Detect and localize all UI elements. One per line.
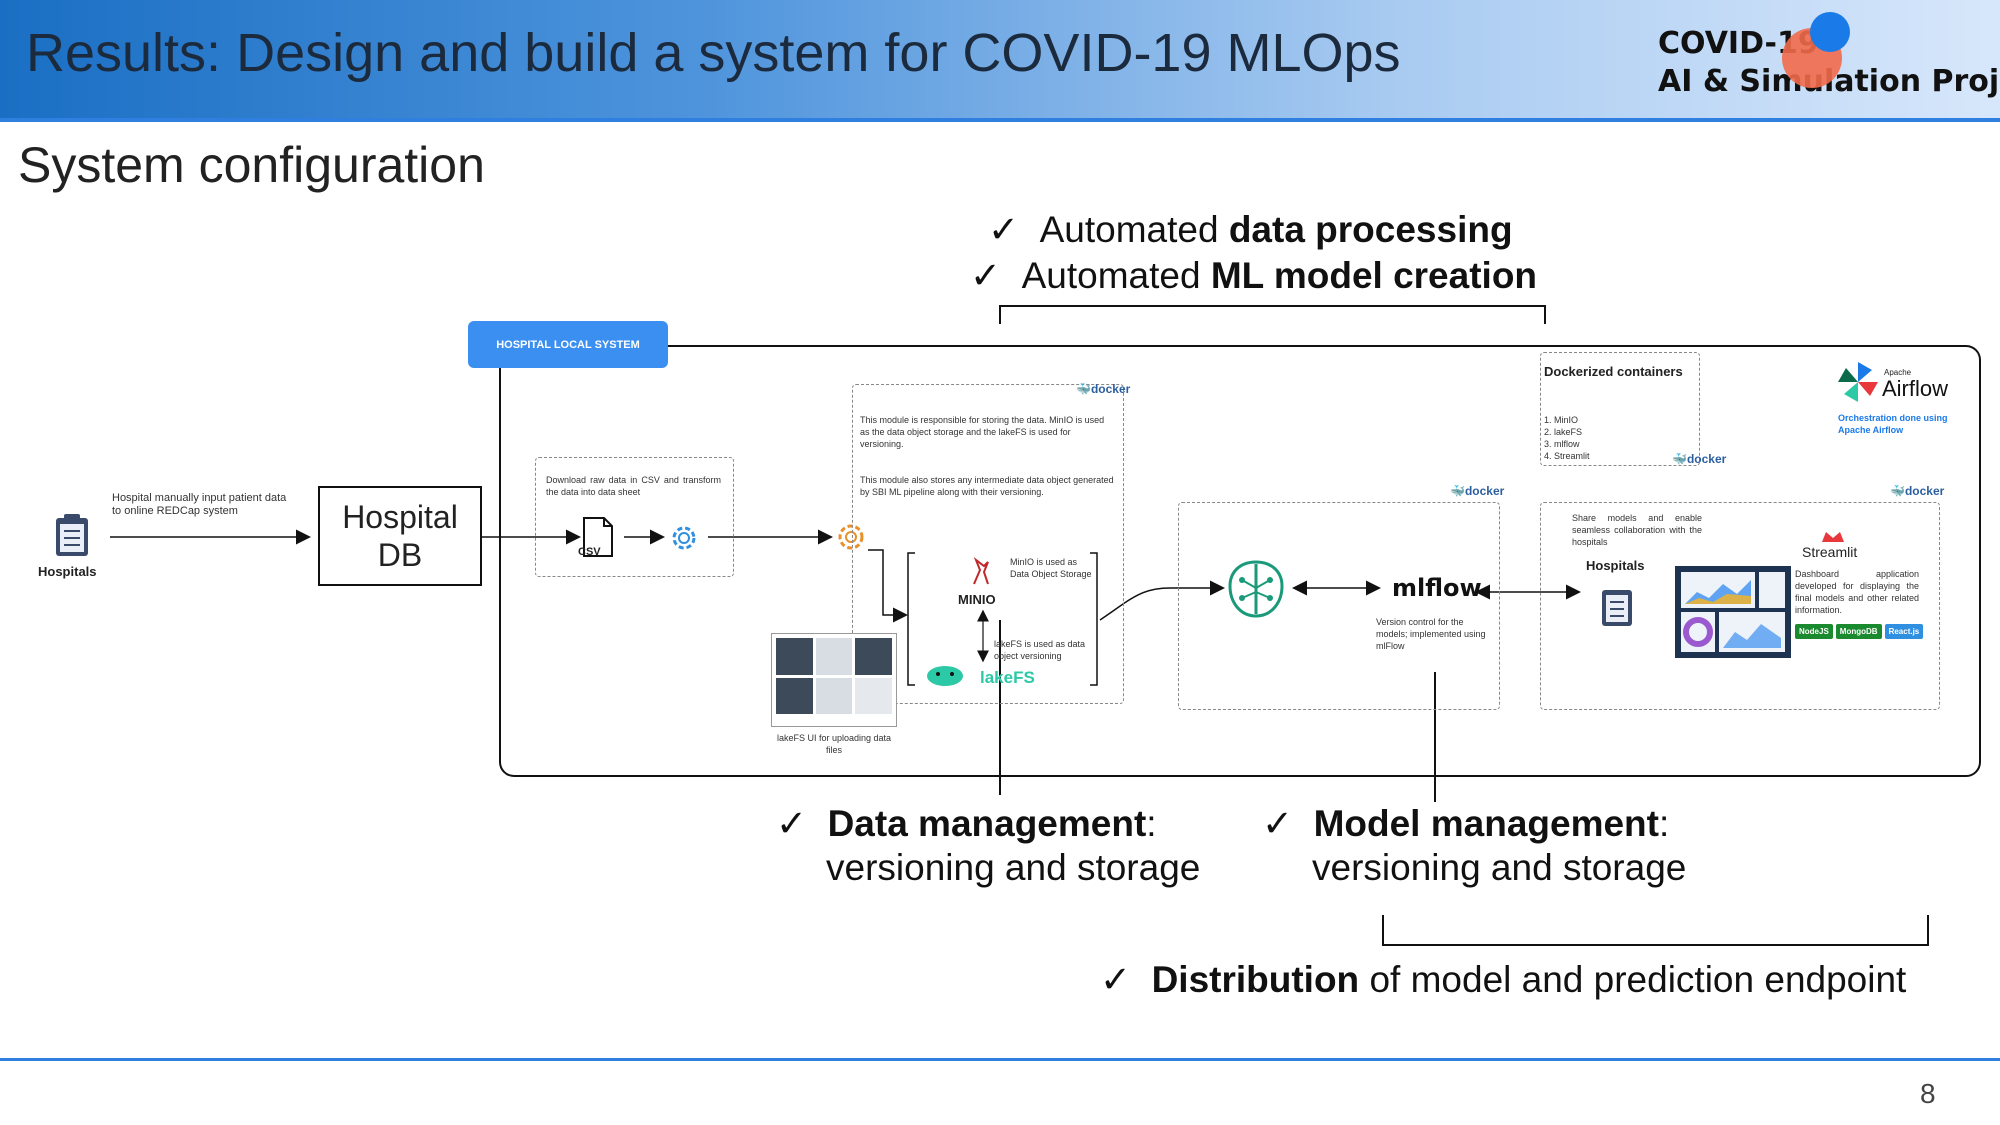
page-number: 8 (1920, 1078, 1936, 1109)
docker-icon-containers: 🐳docker (1672, 452, 1727, 466)
docker-icon-distribution: 🐳docker (1890, 484, 1945, 498)
airflow-pinwheel-icon (1838, 362, 1878, 402)
slide-header (0, 0, 2000, 118)
distribution-module-box (1540, 502, 1940, 710)
ml-module-box (1178, 502, 1500, 710)
dockerized-item-4: 4. Streamlit (1544, 451, 1590, 461)
check-distribution: ✓ Distribution of model and prediction e… (1100, 959, 1907, 1000)
airflow-apache: Apache (1884, 368, 1912, 377)
share-text: Share models and enable seamless collabo… (1572, 513, 1702, 547)
ml-brain-icon (1228, 560, 1284, 618)
gear-icon (672, 526, 696, 550)
storage-module-box (852, 384, 1124, 704)
csv-file-icon (583, 517, 613, 557)
check-model-management: ✓ Model management: versioning and stora… (1262, 803, 1687, 888)
hospital-db-line1: Hospital (342, 499, 458, 535)
hospital-db-line2: DB (377, 537, 423, 573)
slide-title: Results: Design and build a system for C… (26, 23, 1401, 83)
lakefs-ui-thumbnail (771, 633, 897, 727)
airflow-label: Airflow (1882, 376, 1949, 401)
badge-reactjs: React.js (1884, 624, 1924, 639)
data-management-line2: versioning and storage (826, 847, 1201, 888)
clipboard-icon-2 (1602, 590, 1632, 626)
minio-desc: MinIO is used as Data Object Storage (1010, 557, 1092, 579)
header-divider (0, 118, 2000, 122)
lakefs-desc: lakeFS is used as data object versioning (994, 639, 1086, 661)
minio-label: MINIO (958, 592, 996, 607)
streamlit-crown-icon (1822, 532, 1844, 542)
hospital-local-system-tag: HOSPITAL LOCAL SYSTEM (468, 321, 668, 368)
dockerized-item-2: 2. lakeFS (1544, 427, 1583, 437)
storage-text-1: This module is responsible for storing t… (860, 415, 1105, 449)
hospital-input-text: Hospital manually input patient data to … (112, 492, 287, 517)
check-ml-model-creation: ✓ Automated ML model creation (970, 255, 1538, 296)
orange-gear-icon (838, 524, 864, 550)
minio-bird-icon (973, 557, 989, 585)
dockerized-containers-box (1540, 352, 1700, 466)
model-management-line2: versioning and storage (1312, 847, 1687, 888)
download-text: Download raw data in CSV and transform t… (546, 475, 721, 497)
hospitals-label: Hospitals (38, 564, 97, 579)
tech-badges: NodeJS MongoDB React.js (1795, 624, 1924, 639)
check-data-management: ✓ Data management: versioning and storag… (776, 803, 1201, 888)
check-data-processing: ✓ Automated data processing (988, 209, 1513, 250)
hospital-db-box: Hospital DB (318, 486, 482, 586)
project-logo-icon (1782, 12, 1850, 88)
dashboard-thumbnail (1675, 566, 1791, 658)
dockerized-item-3: 3. mlflow (1544, 439, 1580, 449)
badge-nodejs: NodeJS (1795, 624, 1833, 639)
airflow-desc: Orchestration done using Apache Airflow (1838, 413, 1948, 435)
lakefs-label: lakeFS (980, 668, 1035, 687)
dockerized-title: Dockerized containers (1544, 364, 1683, 379)
hospitals2-label: Hospitals (1586, 558, 1645, 573)
clipboard-icon (56, 514, 88, 556)
dashboard-text: Dashboard application developed for disp… (1795, 569, 1919, 615)
docker-icon-storage: 🐳docker (1076, 382, 1131, 396)
footer-divider (0, 1058, 2000, 1061)
lakefs-axolotl-icon (927, 666, 963, 686)
streamlit-label: Streamlit (1802, 544, 1858, 560)
mlflow-desc: Version control for the models; implemen… (1376, 617, 1486, 651)
download-module-box (535, 457, 734, 577)
lakefs-ui-text: lakeFS UI for uploading data files (776, 733, 892, 755)
dashboard-chart-icon (1681, 572, 1785, 652)
csv-label: CSV (578, 546, 601, 558)
badge-mongodb: MongoDB (1835, 624, 1882, 639)
dockerized-item-1: 1. MinIO (1544, 415, 1579, 425)
section-subtitle: System configuration (18, 137, 485, 193)
docker-icon-ml: 🐳docker (1450, 484, 1505, 498)
storage-text-2: This module also stores any intermediate… (860, 475, 1114, 497)
mlflow-logo: mlflow (1392, 574, 1482, 602)
